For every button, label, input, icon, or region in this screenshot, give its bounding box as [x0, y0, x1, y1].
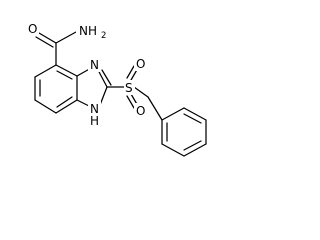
double-bond-inner — [183, 140, 202, 151]
structure-canvas: NH 2 O N N H S O O — [26, 20, 207, 157]
double-bond-inner — [35, 36, 54, 48]
double-bond — [126, 95, 135, 109]
double-bond-inner — [56, 96, 73, 108]
imidazole-n-label: N — [90, 58, 99, 72]
atom-labels: NH 2 O N N H S O O — [26, 20, 147, 128]
bond — [183, 143, 207, 157]
bond — [55, 99, 78, 114]
amide-oxygen-label: O — [28, 22, 37, 36]
sulfur-label: S — [125, 81, 133, 95]
bond — [34, 99, 57, 114]
label-background — [134, 103, 147, 118]
phenyl-ring — [161, 107, 207, 157]
double-bond-inner — [101, 69, 112, 86]
bond — [147, 96, 163, 121]
double-bond — [126, 65, 135, 79]
label-background — [124, 80, 135, 95]
imidazole-nh-n-label: N — [90, 102, 99, 116]
label-background — [88, 101, 101, 127]
label-background — [134, 56, 147, 71]
bond — [55, 31, 77, 44]
chemical-structure: NH 2 O N N H S O O — [26, 20, 207, 157]
double-bond-inner — [183, 113, 202, 124]
sulfonyl-oxygen-top-label: O — [136, 57, 145, 71]
label-background — [88, 57, 101, 72]
amide-h-count: 2 — [101, 31, 106, 41]
bond — [38, 32, 57, 44]
label-background — [26, 20, 39, 36]
benzimidazole-benzene-ring — [34, 64, 78, 114]
label-background — [76, 22, 110, 38]
imidazole-nh-h-label: H — [90, 114, 99, 128]
amide-nitrogen-label: NH — [79, 24, 97, 38]
bond — [161, 107, 185, 121]
bond — [183, 107, 207, 121]
bond — [55, 64, 78, 77]
bond — [161, 143, 185, 157]
carboxamide-group — [35, 31, 77, 66]
bond — [133, 86, 149, 98]
double-bond-inner — [56, 70, 73, 80]
bond — [34, 64, 57, 78]
sulfonyl-oxygen-bottom-label: O — [136, 104, 145, 118]
bond — [99, 86, 108, 106]
